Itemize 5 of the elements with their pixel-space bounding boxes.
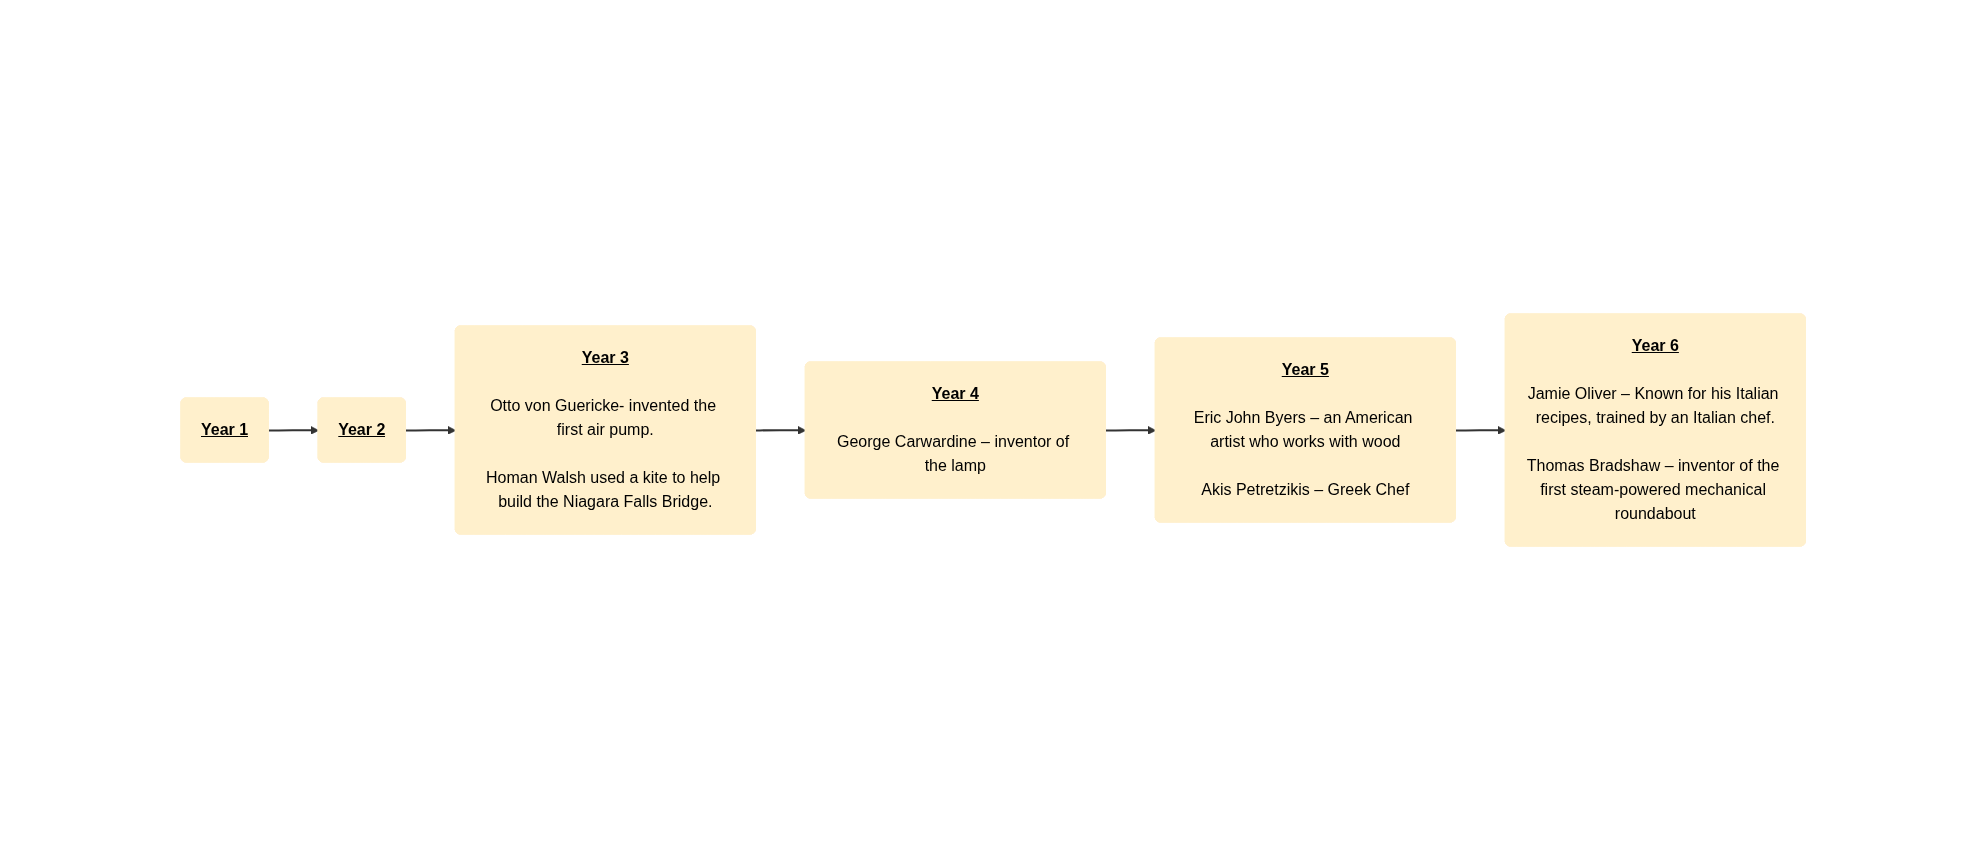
arrow [267,425,319,435]
arrow [754,425,807,435]
arrow [1104,425,1157,435]
arrow [404,425,457,435]
arrow [1454,425,1507,435]
